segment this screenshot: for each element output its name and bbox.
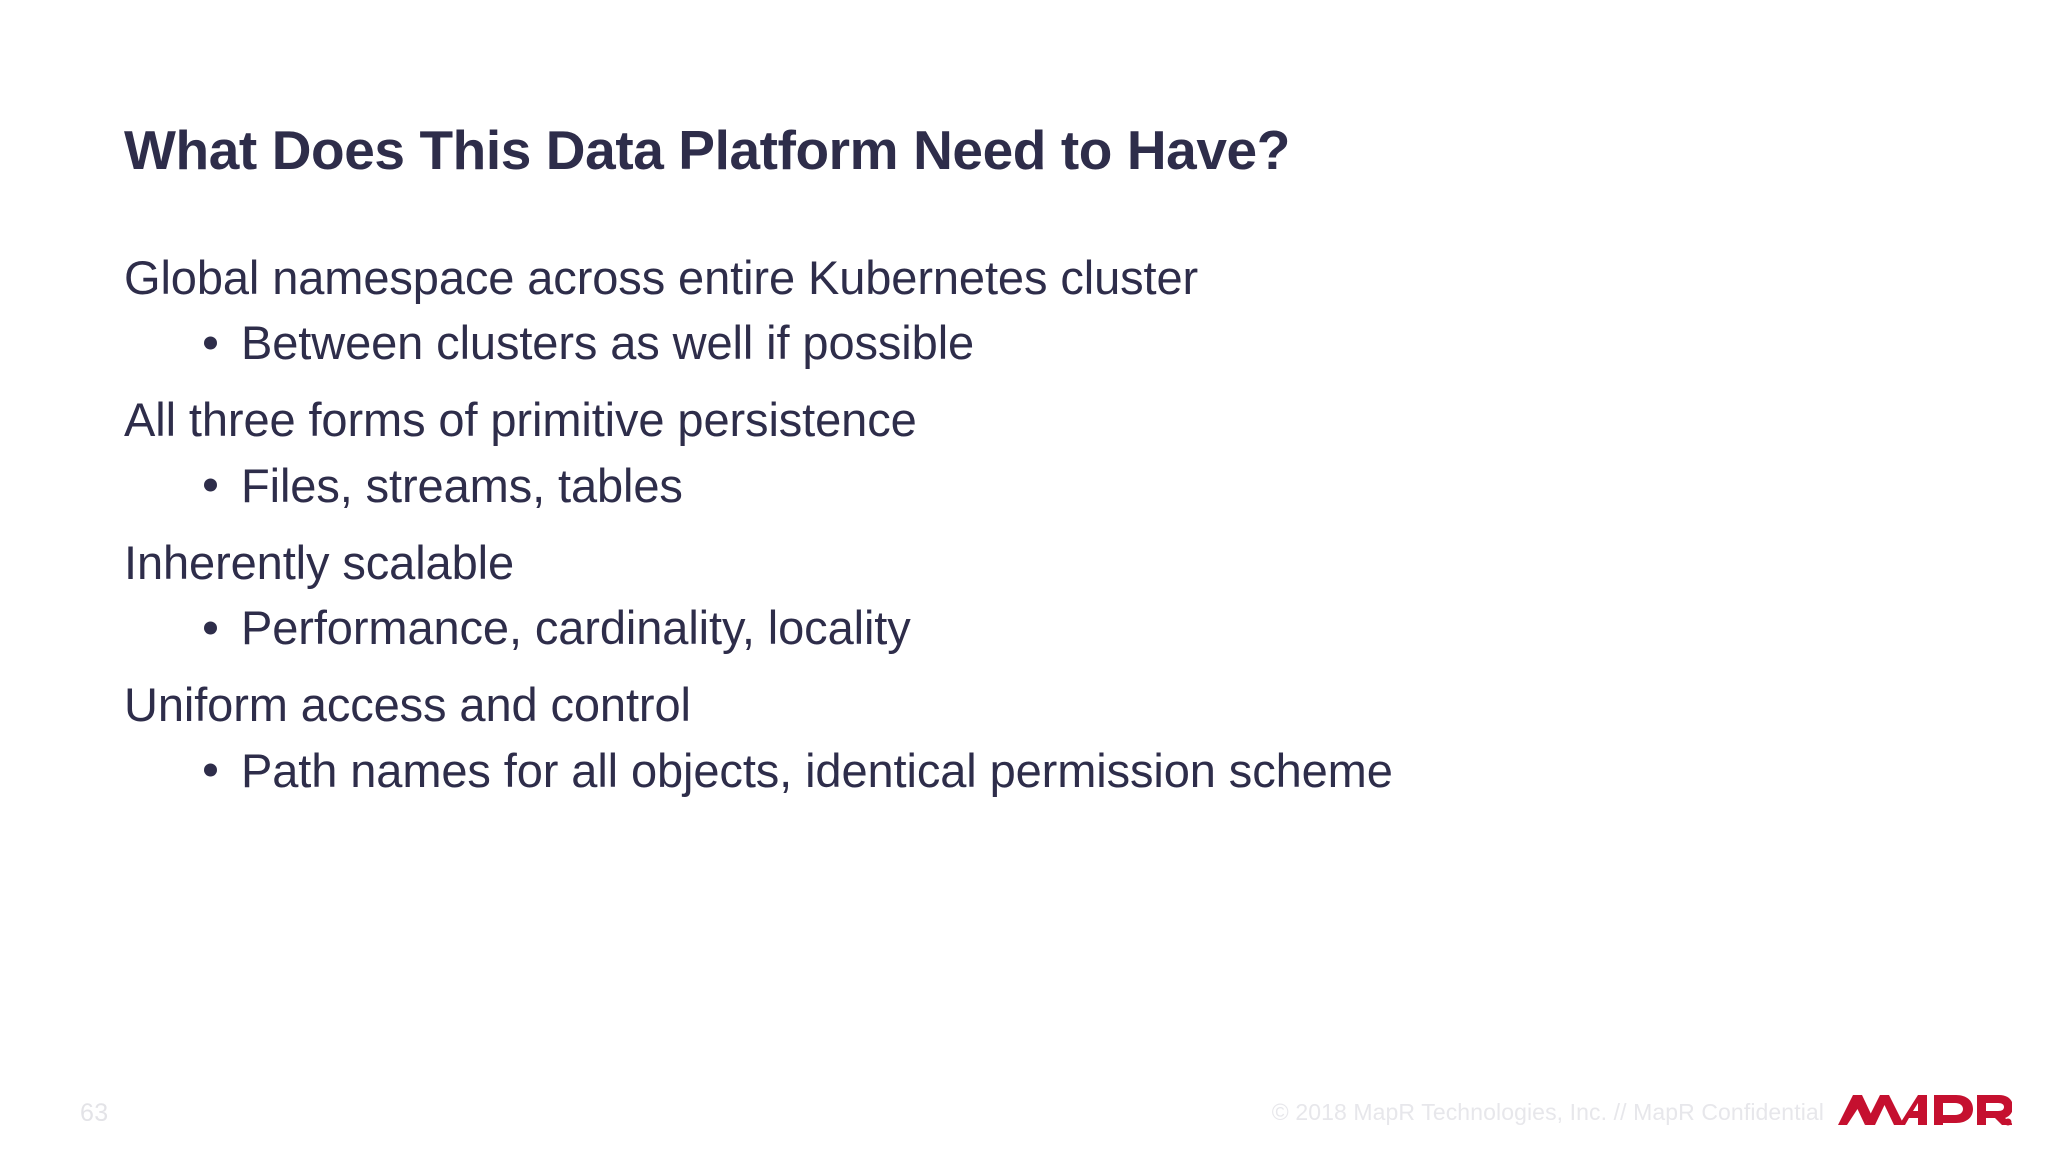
bullet-group: Global namespace across entire Kubernete…: [124, 248, 1884, 372]
bullet-group: Inherently scalable Performance, cardina…: [124, 533, 1884, 657]
page-number: 63: [80, 1099, 109, 1127]
mapr-logo-icon: [1836, 1090, 2012, 1132]
bullet-level2-text: Between clusters as well if possible: [241, 316, 975, 370]
bullet-level1-text: Uniform access and control: [124, 678, 691, 732]
bullet-dot-icon: [204, 621, 217, 635]
bullet-level2-text: Path names for all objects, identical pe…: [241, 743, 1393, 797]
bullet-list: Global namespace across entire Kubernete…: [124, 248, 1884, 800]
footer-legal-text: © 2018 MapR Technologies, Inc. // MapR C…: [1271, 1099, 1824, 1125]
bullet-group: All three forms of primitive persistence…: [124, 390, 1884, 514]
bullet-level2: Files, streams, tables: [204, 456, 1884, 515]
bullet-level1-text: All three forms of primitive persistence: [124, 393, 917, 447]
bullet-dot-icon: [204, 478, 217, 492]
bullet-level2-text: Files, streams, tables: [241, 458, 683, 512]
bullet-level2-text: Performance, cardinality, locality: [241, 601, 911, 655]
bullet-level2: Performance, cardinality, locality: [204, 598, 1884, 657]
bullet-level1-text: Global namespace across entire Kubernete…: [124, 251, 1199, 304]
bullet-level2: Path names for all objects, identical pe…: [204, 741, 1884, 800]
bullet-dot-icon: [204, 336, 217, 350]
bullet-level2: Between clusters as well if possible: [204, 313, 1884, 372]
page-title: What Does This Data Platform Need to Hav…: [124, 118, 1290, 181]
bullet-group: Uniform access and control Path names fo…: [124, 675, 1884, 799]
bullet-dot-icon: [204, 763, 217, 777]
bullet-level1-text: Inherently scalable: [124, 535, 515, 589]
